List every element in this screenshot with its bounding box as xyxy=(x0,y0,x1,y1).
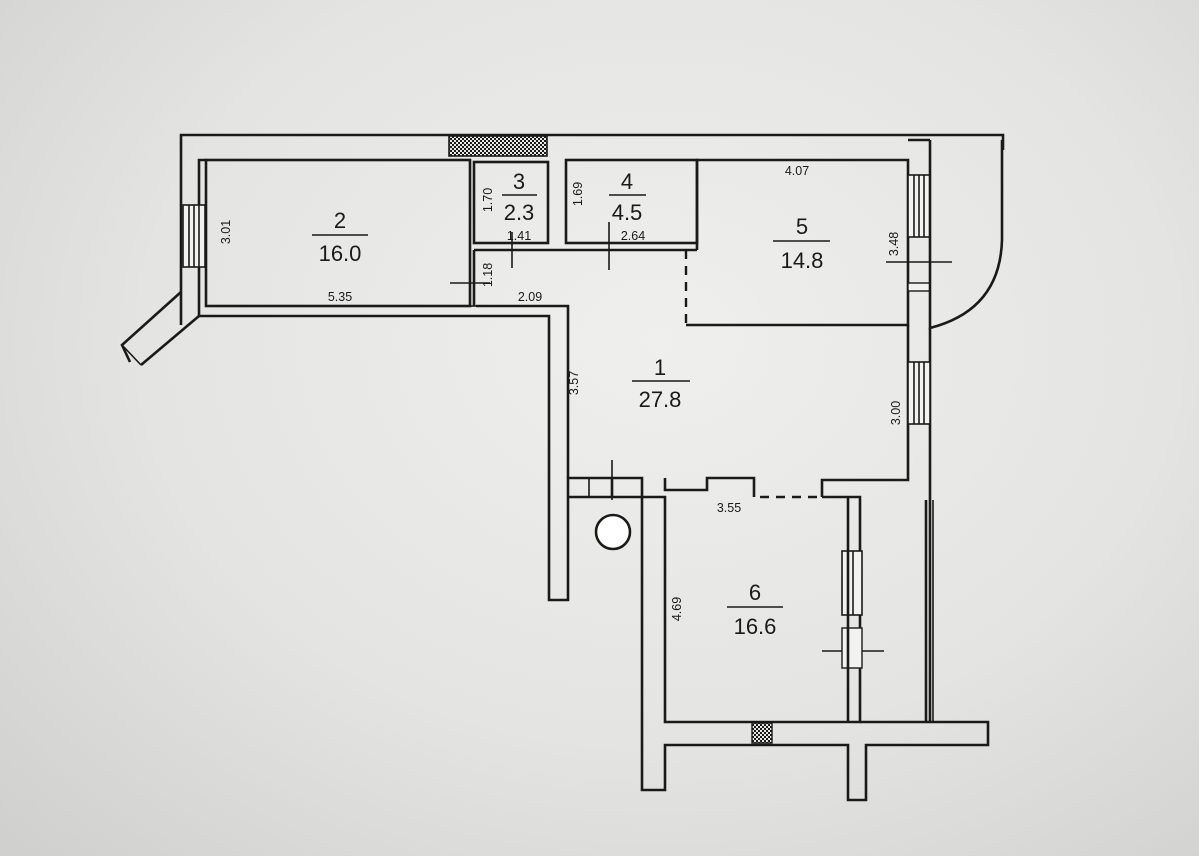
room-1-number: 1 xyxy=(654,355,666,380)
hall-right-wall xyxy=(820,325,932,722)
room-3-number: 3 xyxy=(513,169,525,194)
dim-r3-height: 1.70 xyxy=(481,188,495,212)
pipe-icon xyxy=(594,513,632,551)
dim-r2-height: 3.01 xyxy=(219,220,233,244)
dim-corridor-width: 1.18 xyxy=(481,263,495,287)
balcony-right xyxy=(908,138,1004,330)
room-label-1: 1 27.8 xyxy=(632,355,690,412)
room-label-2: 2 16.0 xyxy=(312,208,368,266)
window-room-5 xyxy=(907,174,931,238)
hall-left-wall xyxy=(199,304,612,602)
room-2 xyxy=(182,158,490,308)
room-3-area: 2.3 xyxy=(504,200,535,225)
room-4-number: 4 xyxy=(621,169,633,194)
room-5-area: 14.8 xyxy=(781,248,824,273)
room-6 xyxy=(640,476,990,802)
dim-r2-width: 5.35 xyxy=(328,290,352,304)
room-5 xyxy=(684,158,952,327)
room-label-6: 6 16.6 xyxy=(727,580,783,639)
dim-r6-width: 3.55 xyxy=(717,501,741,515)
room-4-area: 4.5 xyxy=(612,200,643,225)
ventilation-shaft xyxy=(448,135,548,157)
room-label-3: 3 2.3 xyxy=(502,169,537,225)
dim-hall-left: 3.57 xyxy=(567,371,581,395)
room-6-number: 6 xyxy=(749,580,761,605)
dim-hall-right: 3.00 xyxy=(889,401,903,425)
dim-r3-width: 1.41 xyxy=(507,229,531,243)
window-room-2 xyxy=(182,204,206,268)
room-1-area: 27.8 xyxy=(639,387,682,412)
ventilation-shaft-2 xyxy=(751,722,773,744)
outer-walls xyxy=(179,133,1005,325)
balcony-left xyxy=(120,291,200,366)
dim-r4-width: 2.64 xyxy=(621,229,645,243)
dim-r6-height: 4.69 xyxy=(670,597,684,621)
dim-r4-height: 1.69 xyxy=(571,182,585,206)
shaft xyxy=(568,460,644,551)
dim-r5-width: 4.07 xyxy=(785,164,809,178)
window-room-1 xyxy=(907,361,931,425)
room-2-area: 16.0 xyxy=(319,241,362,266)
loggia xyxy=(924,500,934,722)
dim-r5-height: 3.48 xyxy=(887,232,901,256)
room-6-area: 16.6 xyxy=(734,614,777,639)
room-label-5: 5 14.8 xyxy=(773,214,830,273)
dim-hall-top: 2.09 xyxy=(518,290,542,304)
window-room-6 xyxy=(841,550,863,616)
room-label-4: 4 4.5 xyxy=(609,169,646,225)
room-2-number: 2 xyxy=(334,208,346,233)
room-5-number: 5 xyxy=(796,214,808,239)
